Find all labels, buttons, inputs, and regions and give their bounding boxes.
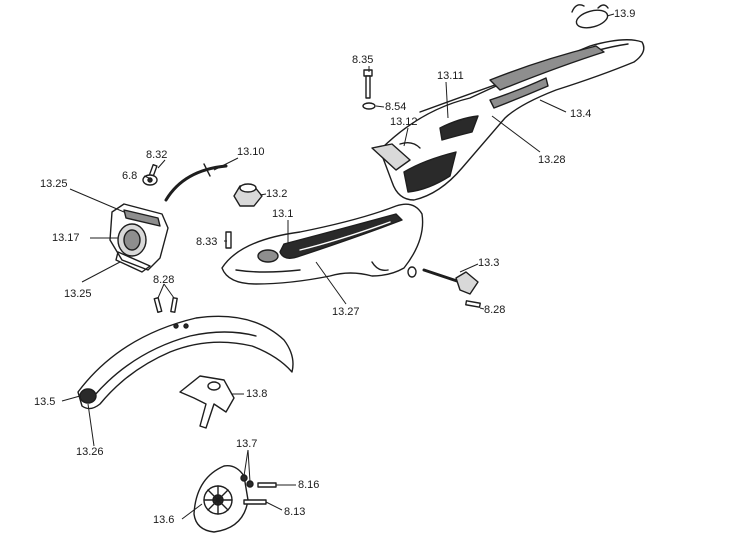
part-13-1 bbox=[221, 203, 424, 285]
part-13-8 bbox=[179, 375, 235, 429]
callout-13-5: 13.5 bbox=[34, 396, 56, 408]
callout-13-26: 13.26 bbox=[76, 446, 104, 458]
part-8-35 bbox=[363, 69, 373, 99]
callout-13-6: 13.6 bbox=[153, 514, 175, 526]
callout-13-28: 13.28 bbox=[538, 154, 566, 166]
callout-13-10: 13.10 bbox=[237, 146, 265, 158]
callout-13-25-bottom: 13.25 bbox=[64, 288, 92, 300]
callout-8-35: 8.35 bbox=[352, 54, 374, 66]
callout-13-1: 13.1 bbox=[272, 208, 294, 220]
callout-13-4: 13.4 bbox=[570, 108, 592, 120]
callout-8-13: 8.13 bbox=[284, 506, 306, 518]
part-8-13 bbox=[243, 499, 267, 505]
part-13-9 bbox=[571, 4, 609, 29]
callout-13-2: 13.2 bbox=[266, 188, 288, 200]
part-8-28-left bbox=[153, 297, 178, 313]
callout-13-25-top: 13.25 bbox=[40, 178, 68, 190]
part-8-54 bbox=[362, 102, 376, 110]
callout-13-12: 13.12 bbox=[390, 116, 418, 128]
callout-6-8: 6.8 bbox=[122, 170, 138, 182]
part-13-2 bbox=[233, 183, 263, 207]
part-8-28-right bbox=[465, 300, 481, 308]
callout-13-7: 13.7 bbox=[236, 438, 258, 450]
part-13-6 bbox=[193, 465, 249, 533]
leader-lines bbox=[61, 13, 615, 520]
part-13-25-headlight bbox=[109, 203, 169, 273]
callout-8-28-left: 8.28 bbox=[153, 274, 175, 286]
callout-8-33: 8.33 bbox=[196, 236, 218, 248]
callout-8-16: 8.16 bbox=[298, 479, 320, 491]
part-13-5-fender bbox=[77, 315, 294, 410]
callout-13-8: 13.8 bbox=[246, 388, 268, 400]
callout-8-32: 8.32 bbox=[146, 149, 168, 161]
part-13-10 bbox=[164, 163, 228, 202]
part-13-3 bbox=[407, 266, 479, 295]
part-13-4 bbox=[371, 39, 645, 201]
callout-13-27: 13.27 bbox=[332, 306, 360, 318]
callout-13-11: 13.11 bbox=[437, 70, 464, 82]
callout-13-3: 13.3 bbox=[478, 257, 500, 269]
callout-8-54: 8.54 bbox=[385, 101, 407, 113]
callout-8-28-right: 8.28 bbox=[484, 304, 506, 316]
part-8-16 bbox=[257, 482, 277, 488]
callout-13-17: 13.17 bbox=[52, 232, 80, 244]
part-8-33 bbox=[225, 231, 232, 249]
callout-13-9: 13.9 bbox=[614, 8, 636, 20]
